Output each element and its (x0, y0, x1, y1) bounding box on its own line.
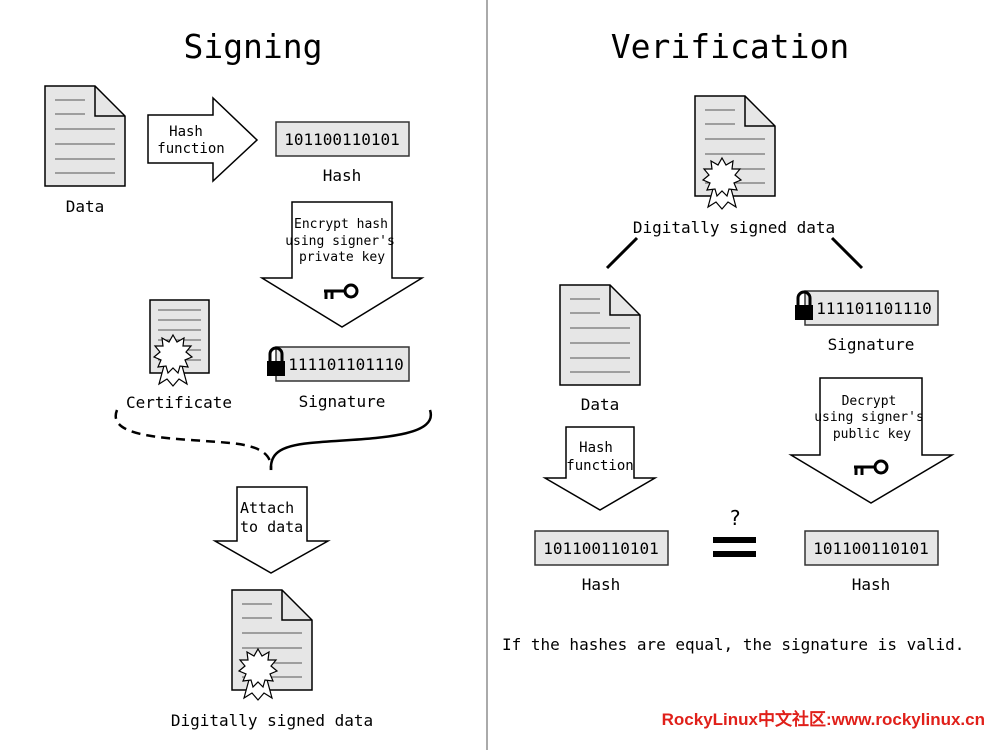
signed-data-label: Digitally signed data (171, 711, 373, 730)
certificate-label: Certificate (126, 393, 232, 412)
verification-panel: Verification Digitally signed data Data … (502, 27, 964, 654)
watermark: RockyLinux中文社区:www.rockylinux.cn (662, 709, 985, 729)
arrow-text: using signer's (285, 234, 395, 249)
arrow-text: using signer's (814, 410, 924, 425)
certificate-icon (149, 299, 210, 387)
signature-label: Signature (299, 392, 386, 411)
signed-data-label: Digitally signed data (633, 218, 835, 237)
decrypt-arrow (788, 377, 955, 504)
verification-title: Verification (611, 27, 849, 66)
hash-box-right (804, 530, 939, 566)
signed-document-icon (231, 589, 313, 701)
hash-label-left: Hash (582, 575, 621, 594)
hash-box (275, 121, 410, 157)
hash-box-left (534, 530, 669, 566)
split-line-left (605, 236, 639, 270)
lock-icon (793, 290, 815, 322)
question-mark: ? (729, 506, 741, 530)
data-label: Data (66, 197, 105, 216)
encrypt-arrow (259, 201, 425, 328)
arrow-text: Hash (169, 124, 203, 140)
signature-brace (269, 409, 433, 471)
signature-value: 111101101110 (288, 355, 404, 374)
hash-function-arrow (147, 96, 259, 183)
hash-value-left: 101100110101 (543, 539, 659, 558)
attach-arrow (212, 486, 331, 574)
hash-label-right: Hash (852, 575, 891, 594)
arrow-text: private key (299, 250, 385, 265)
signature-value: 111101101110 (816, 299, 932, 318)
arrow-text: Encrypt hash (294, 217, 388, 232)
split-line-right (830, 236, 864, 270)
arrow-text: to data (240, 518, 303, 536)
hash-value: 101100110101 (284, 130, 400, 149)
signature-box (804, 290, 939, 326)
arrow-text: public key (833, 427, 911, 442)
arrow-text: function (157, 141, 224, 157)
signing-panel: Signing Data Hash function 101100110101 … (44, 27, 433, 730)
data-document-icon (44, 85, 126, 187)
arrow-text: Hash (579, 440, 613, 456)
arrow-text: Attach (240, 499, 294, 517)
hash-function-arrow (542, 426, 658, 511)
hash-label: Hash (323, 166, 362, 185)
conclusion-text: If the hashes are equal, the signature i… (502, 635, 964, 654)
signing-title: Signing (183, 27, 322, 66)
equals-sign-icon (713, 537, 756, 557)
hash-value-right: 101100110101 (813, 539, 929, 558)
arrow-text: function (566, 458, 633, 474)
data-label: Data (581, 395, 620, 414)
signature-box (275, 346, 410, 382)
signed-document-icon (694, 95, 776, 210)
data-document-icon (559, 284, 641, 386)
signature-label: Signature (828, 335, 915, 354)
arrow-text: Decrypt (842, 394, 897, 409)
certificate-brace (114, 409, 273, 471)
